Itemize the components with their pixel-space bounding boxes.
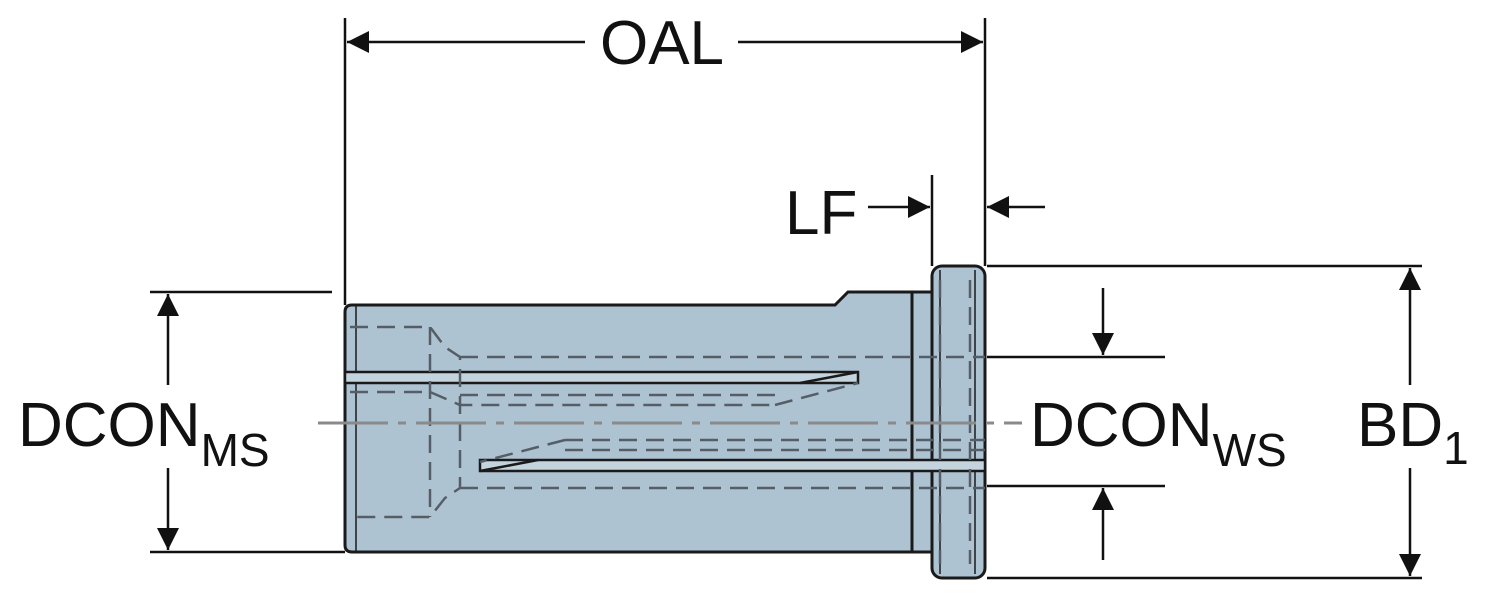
dcon-ws-dimension [987,288,1165,560]
dcon-ms-dimension [150,290,345,554]
bd1-main: BD [1357,391,1443,460]
bd1-subscript: 1 [1443,422,1469,474]
dcon-ms-main: DCON [18,391,201,460]
bd1-label: BD1 [1357,391,1469,474]
lf-dimension [868,175,1045,266]
dcon-ws-label: DCONWS [1030,391,1287,476]
slots [343,370,987,473]
dcon-ws-main: DCON [1030,391,1213,460]
bd1-dimension [987,264,1422,580]
dcon-ms-label: DCONMS [18,391,270,476]
oal-dimension [343,18,987,305]
dcon-ws-subscript: WS [1213,424,1287,476]
dcon-ms-subscript: MS [201,424,270,476]
oal-label: OAL [600,9,724,78]
lf-label: LF [785,179,857,248]
